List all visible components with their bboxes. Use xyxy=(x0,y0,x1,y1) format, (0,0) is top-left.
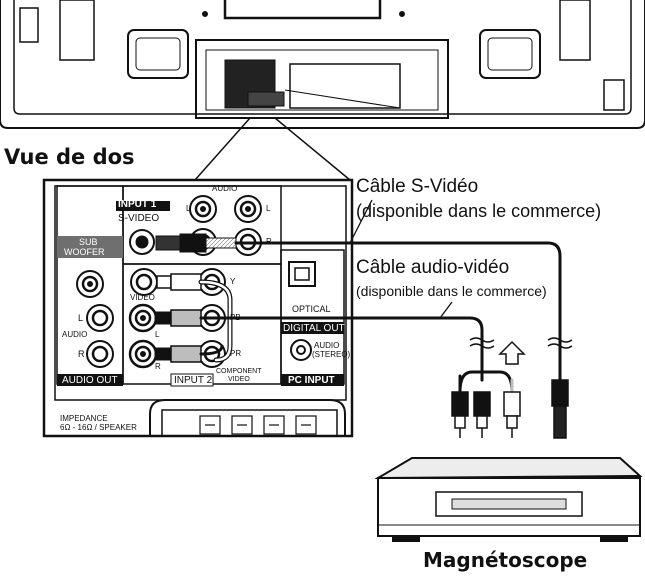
cables xyxy=(198,241,562,394)
label-bars xyxy=(57,201,344,387)
pointer-lines xyxy=(349,199,453,319)
pc-input-label: PC INPUT xyxy=(288,375,335,386)
woofer-label: WOOFER xyxy=(64,247,105,257)
component-label: COMPONENT xyxy=(216,368,262,375)
svideo-label: S-VIDEO xyxy=(118,213,160,224)
impedance-label: IMPEDANCE xyxy=(60,414,108,423)
audio-out-l: L xyxy=(78,313,84,323)
vcr-plugs xyxy=(451,379,569,439)
jack-r-top-right: R xyxy=(266,237,272,246)
video-label: VIDEO xyxy=(130,293,155,302)
jack-l-top-right: L xyxy=(266,204,271,213)
sub-label: SUB xyxy=(79,237,98,247)
vcr-label: Magnétoscope xyxy=(423,548,588,572)
impedance-range-label: 6Ω - 16Ω / SPEAKER xyxy=(60,423,137,432)
component-y: Y xyxy=(230,277,236,286)
input2-r: R xyxy=(155,362,161,371)
digital-out-label: DIGITAL OUT xyxy=(283,323,345,334)
audio-label: AUDIO xyxy=(62,330,88,339)
component-pb: PB xyxy=(230,313,241,322)
audio-out-label: AUDIO OUT xyxy=(62,375,118,386)
plugs xyxy=(154,233,237,363)
back-view-label: Vue de dos xyxy=(4,145,135,169)
av-cable-label: Câble audio-vidéo xyxy=(356,257,510,278)
tv-back xyxy=(0,0,645,129)
av-cable-note: (disponible dans le commerce) xyxy=(356,283,547,299)
optical-label: OPTICAL xyxy=(292,304,331,314)
svideo-cable-note: (disponible dans le commerce) xyxy=(356,201,602,221)
input1-label: INPUT 1 xyxy=(118,199,157,210)
component-pr: PR xyxy=(230,349,242,358)
audio-out-r: R xyxy=(78,349,85,359)
component-video-label: VIDEO xyxy=(228,376,250,383)
vcr-device xyxy=(374,457,643,542)
break-marks xyxy=(469,337,573,349)
pc-audio-label: AUDIO xyxy=(314,341,340,350)
pc-stereo-label: (STEREO) xyxy=(312,350,351,359)
svideo-cable-label: Câble S-Vidéo xyxy=(356,176,479,197)
up-arrow xyxy=(498,340,526,365)
jacks xyxy=(76,195,316,369)
audio-top-label: AUDIO xyxy=(212,184,238,193)
zoom-lines xyxy=(194,117,351,181)
input2-l: L xyxy=(155,330,160,339)
jack-l-top: L xyxy=(186,204,191,213)
input2-label: INPUT 2 xyxy=(174,375,213,386)
